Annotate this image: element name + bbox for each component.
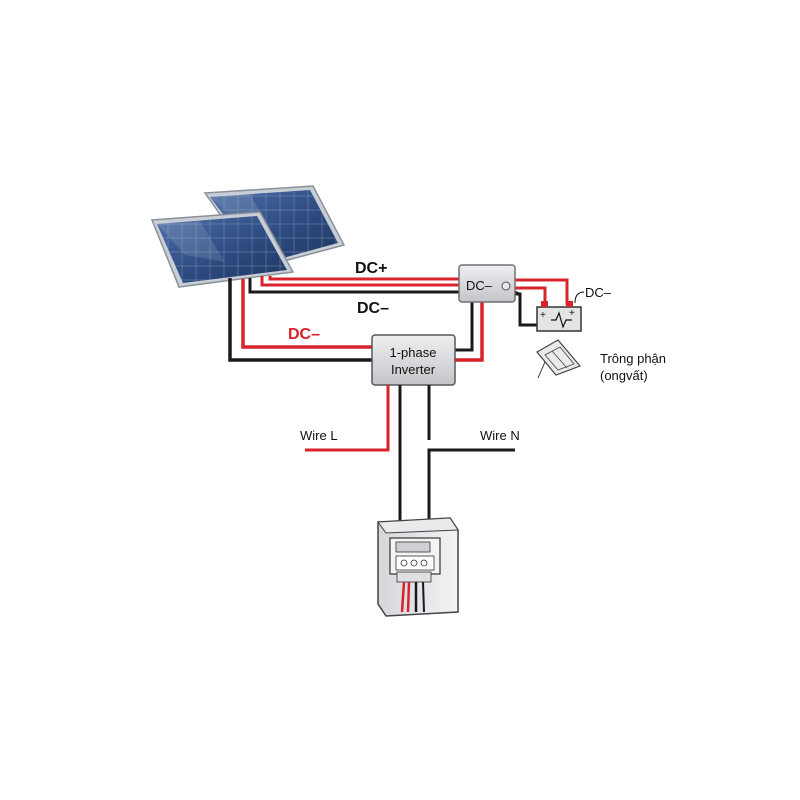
dc-minus-label: DC– <box>357 300 389 317</box>
inverter-label-line2: Inverter <box>391 362 436 377</box>
ac-wires <box>305 385 515 525</box>
dc-minus-red-label: DC– <box>288 326 320 343</box>
inverter-label-line1: 1-phase <box>390 345 437 360</box>
side-label-line1: Trông phận <box>600 351 666 366</box>
inverter-box: 1-phase Inverter <box>371 334 456 386</box>
panel-wires <box>228 276 460 362</box>
dc-plus-label: DC+ <box>355 260 387 277</box>
battery-dc-label: DC– <box>585 285 612 300</box>
side-label-line2: (ongvất) <box>600 368 648 383</box>
svg-text:+: + <box>569 308 575 319</box>
wire-l-label: Wire L <box>300 428 338 443</box>
combiner-inverter-wires <box>455 302 484 362</box>
svg-text:+: + <box>540 310 546 321</box>
meter-box-icon <box>377 517 459 617</box>
wire-n-label: Wire N <box>480 428 520 443</box>
combiner-label: DC– <box>466 278 493 293</box>
solar-panel-front <box>150 211 295 288</box>
combiner-box: DC– <box>458 264 516 303</box>
battery-icon: + + DC– <box>536 285 612 332</box>
mini-panel-icon <box>536 339 582 379</box>
